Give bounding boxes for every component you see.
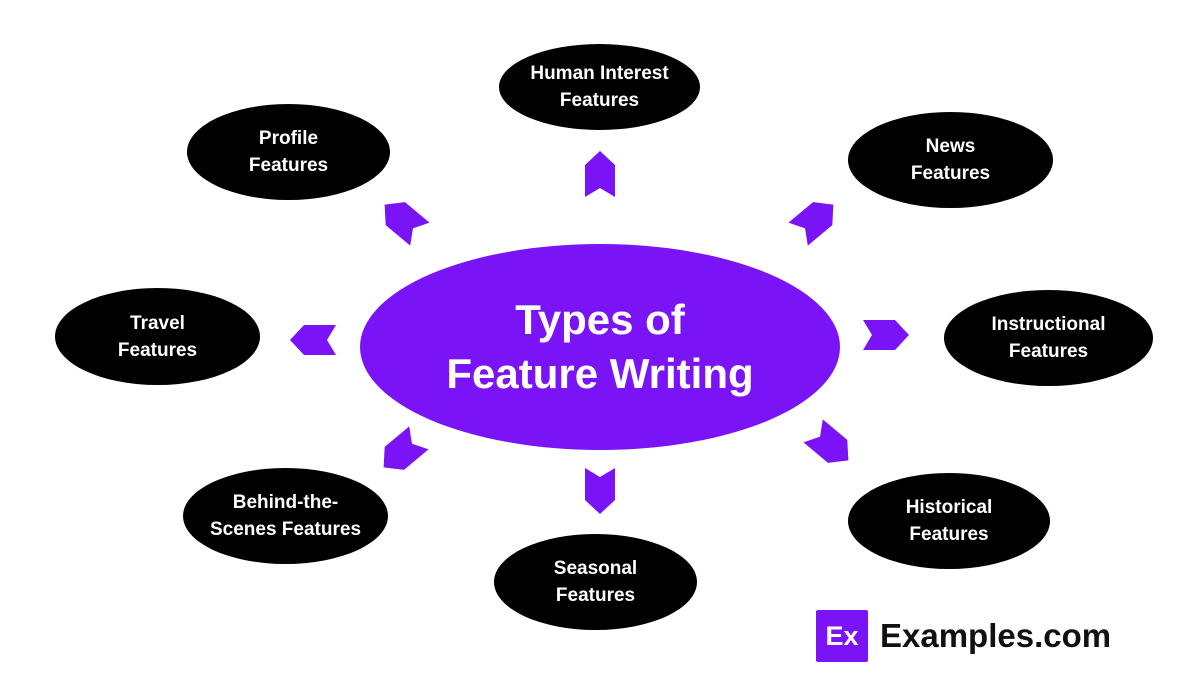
node-instructional-line1: Instructional — [991, 314, 1106, 335]
arrow-lower-left — [373, 426, 429, 479]
node-historical: Historical Features — [848, 473, 1050, 569]
node-seasonal-line2: Features — [555, 585, 636, 606]
arrow-upper-left — [374, 193, 430, 246]
central-topic-line2: Feature Writing — [446, 350, 754, 397]
central-topic-line1: Types of — [515, 296, 685, 343]
arrow-lower-right — [803, 419, 859, 472]
node-profile-line2: Features — [248, 155, 329, 176]
node-behind-the-scenes-line1: Behind-the- — [232, 492, 339, 513]
node-seasonal-line1: Seasonal — [553, 558, 638, 579]
node-profile: Profile Features — [187, 104, 390, 200]
arrow-up — [585, 151, 615, 197]
node-instructional-line2: Features — [1008, 341, 1089, 362]
node-profile-line1: Profile — [258, 128, 319, 149]
arrow-upper-right — [788, 193, 844, 246]
node-human-interest: Human Interest Features — [499, 44, 700, 130]
node-travel-line2: Features — [117, 339, 198, 361]
node-instructional: Instructional Features — [944, 290, 1153, 386]
node-behind-the-scenes: Behind-the- Scenes Features — [183, 468, 388, 564]
node-news-line2: Features — [910, 163, 991, 184]
node-news: News Features — [848, 112, 1053, 208]
node-travel-line1: Travel — [130, 312, 185, 334]
node-historical-line2: Features — [909, 524, 989, 545]
node-news-line1: News — [925, 136, 976, 157]
node-seasonal: Seasonal Features — [494, 534, 697, 630]
arrow-right — [863, 320, 909, 350]
brand-logo[interactable]: Ex Examples.com — [816, 610, 1111, 662]
central-topic: Types of Feature Writing — [360, 244, 840, 450]
node-human-interest-line2: Features — [559, 90, 640, 111]
node-human-interest-line1: Human Interest — [530, 63, 669, 84]
brand-name: Examples.com — [880, 617, 1112, 654]
arrow-down — [585, 468, 615, 514]
node-behind-the-scenes-line2: Scenes Features — [209, 519, 362, 540]
arrow-left — [290, 325, 336, 355]
node-travel: Travel Features — [55, 288, 260, 385]
brand-badge: Ex — [816, 610, 868, 662]
node-historical-line1: Historical — [905, 497, 993, 518]
